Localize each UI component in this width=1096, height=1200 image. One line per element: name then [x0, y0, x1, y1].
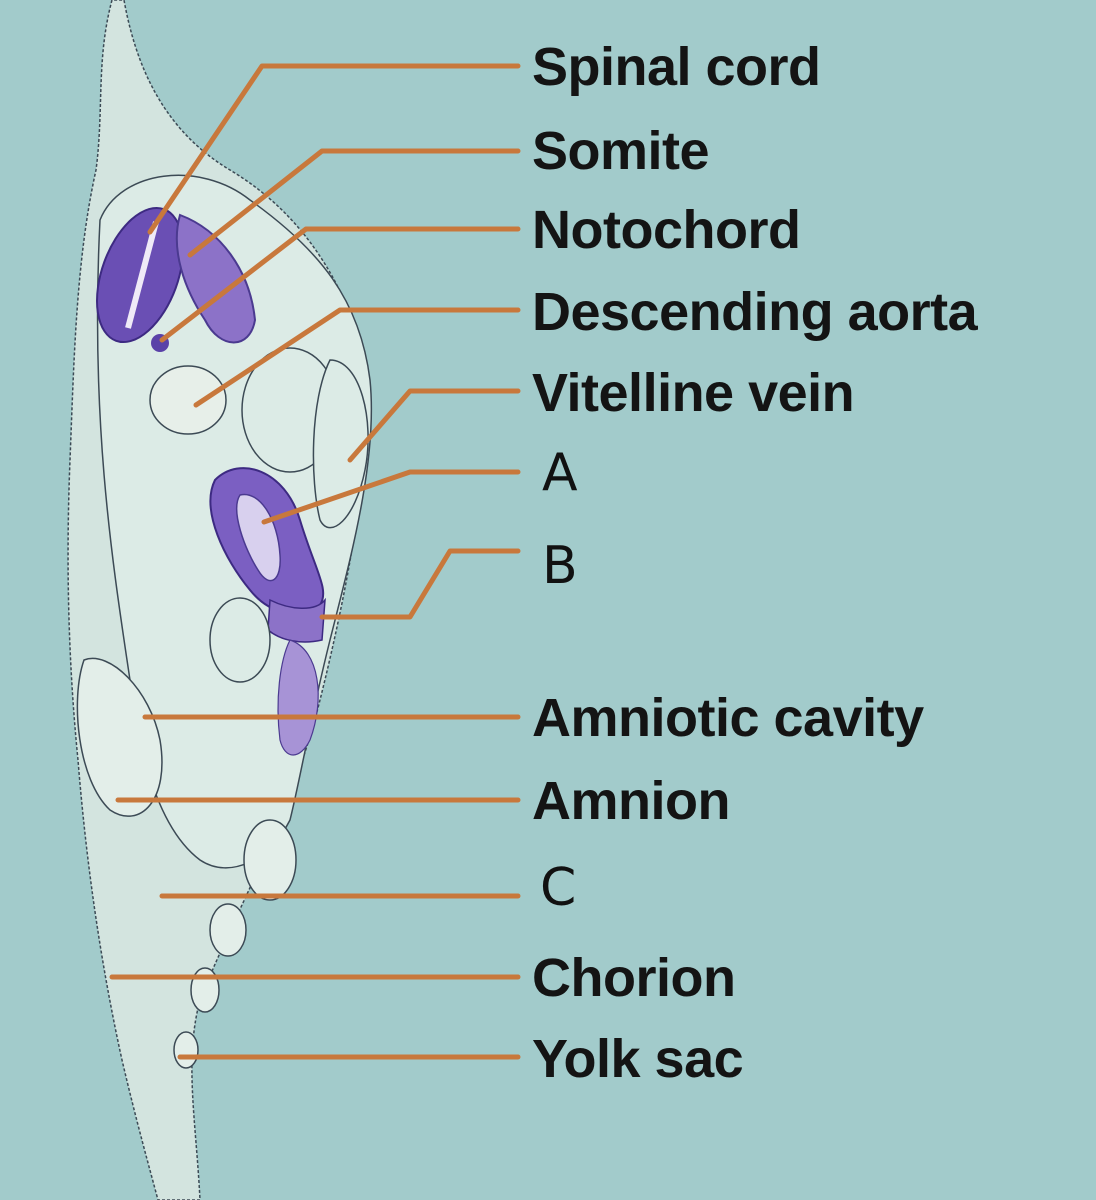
- label-chorion: Chorion: [532, 948, 736, 1008]
- label-amniotic-cavity: Amniotic cavity: [532, 688, 924, 748]
- leader-line-somite: [187, 148, 521, 258]
- label-b: B: [542, 536, 578, 596]
- label-descending-aorta: Descending aorta: [532, 282, 978, 342]
- neural-canal: [125, 221, 159, 329]
- yolk-sac-blob-2: [209, 903, 247, 957]
- yolk-sac-blob-1: [243, 819, 297, 901]
- leader-line-notochord: [159, 226, 521, 343]
- label-vitelline-vein: Vitelline vein: [532, 363, 855, 423]
- aorta-shape: [149, 365, 227, 435]
- label-notochord: Notochord: [532, 200, 801, 260]
- leader-line-a: [261, 469, 521, 525]
- label-a: A: [542, 443, 578, 503]
- yolk-sac-blob-4: [173, 1031, 199, 1069]
- leader-line-b: [319, 548, 521, 620]
- heart-lumen-shape: [236, 493, 281, 582]
- amniotic-pouch: [76, 657, 163, 817]
- label-spinal-cord: Spinal cord: [532, 37, 821, 97]
- pericardial-outline: [209, 597, 271, 683]
- leader-line-descending-aorta: [193, 307, 521, 408]
- label-amnion: Amnion: [532, 771, 730, 831]
- leader-line-spinal-cord: [147, 63, 521, 235]
- vitelline-shape: [312, 359, 369, 529]
- label-yolk-sac: Yolk sac: [532, 1029, 744, 1089]
- label-somite: Somite: [532, 121, 710, 181]
- endocardium-shape: [267, 597, 326, 643]
- body-wall-stain: [277, 639, 319, 756]
- label-c: C: [540, 858, 576, 918]
- leader-line-vitelline-vein: [347, 388, 521, 463]
